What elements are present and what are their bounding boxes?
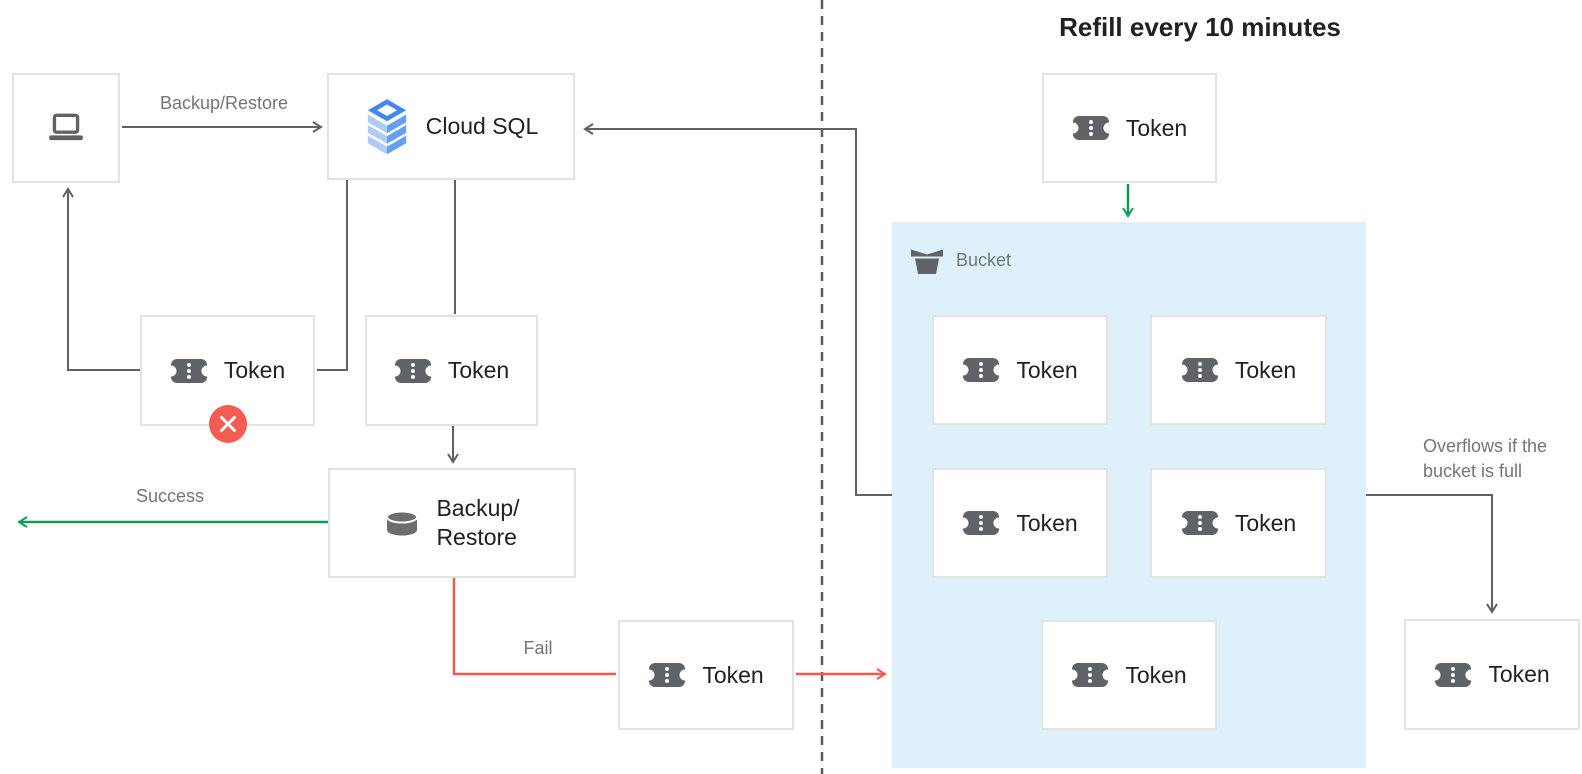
token-node-overflow: Token	[1404, 619, 1580, 730]
arrow-overflow	[1366, 494, 1498, 614]
token-node-bucket-3: Token	[932, 468, 1108, 578]
backup-restore-label-line1: Backup/	[436, 495, 520, 521]
token-icon	[393, 358, 432, 383]
cloud-sql-label: Cloud SQL	[425, 113, 539, 139]
token-icon	[1071, 116, 1110, 140]
token-icon	[962, 358, 1001, 382]
token-label: Token	[1016, 356, 1078, 383]
token-label: Token	[1488, 661, 1550, 687]
token-node-bucket-5: Token	[1041, 620, 1217, 730]
bucket-label: Bucket	[956, 250, 1012, 270]
line-cloudsql-to-token-a	[317, 180, 348, 371]
cloud-sql-node: Cloud SQL	[327, 73, 575, 180]
token-node-rejected: Token	[140, 315, 315, 443]
token-node-accepted: Token	[365, 315, 538, 426]
token-icon	[962, 511, 1001, 535]
overflow-note-line1: Overflows if the	[1423, 436, 1548, 456]
token-label: Token	[223, 357, 286, 383]
token-label: Token	[702, 661, 764, 688]
edge-label-fail: Fail	[523, 638, 553, 658]
token-label: Token	[1125, 661, 1187, 688]
line-fail	[452, 578, 616, 676]
bucket-tag: Bucket	[910, 246, 1011, 275]
edge-label-backup-restore: Backup/Restore	[159, 93, 289, 113]
arrow-token-a-to-client	[62, 187, 140, 371]
edge-label-success: Success	[135, 486, 205, 506]
token-icon	[169, 358, 208, 383]
error-x-icon	[208, 405, 247, 443]
bucket-icon	[911, 249, 943, 274]
token-label: Token	[1016, 509, 1078, 536]
token-icon	[1434, 662, 1473, 687]
backup-restore-node: Backup/ Restore	[328, 468, 576, 578]
arrow-bucket-to-cloudsql	[583, 123, 892, 496]
token-node-bucket-1: Token	[932, 315, 1108, 425]
laptop-icon	[49, 113, 83, 141]
token-node-bucket-2: Token	[1150, 315, 1327, 425]
token-icon	[648, 663, 687, 687]
token-icon	[1180, 358, 1219, 382]
refill-title: Refill every 10 minutes	[1059, 12, 1341, 42]
backup-restore-label-line2: Restore	[436, 524, 517, 550]
cloud-sql-icon	[367, 98, 406, 154]
token-node-fail: Token	[618, 620, 794, 730]
token-node-bucket-4: Token	[1150, 468, 1327, 578]
token-icon	[1071, 663, 1110, 687]
token-node-refill: Token	[1042, 73, 1217, 183]
token-label: Token	[1234, 356, 1297, 383]
token-label: Token	[447, 357, 510, 383]
client-node	[12, 73, 120, 183]
token-label: Token	[1125, 114, 1188, 141]
database-icon	[386, 510, 419, 536]
token-label: Token	[1234, 509, 1297, 536]
overflow-note: Overflows if the bucket is full	[1423, 434, 1582, 484]
overflow-note-line2: bucket is full	[1423, 461, 1523, 481]
token-icon	[1180, 511, 1219, 535]
